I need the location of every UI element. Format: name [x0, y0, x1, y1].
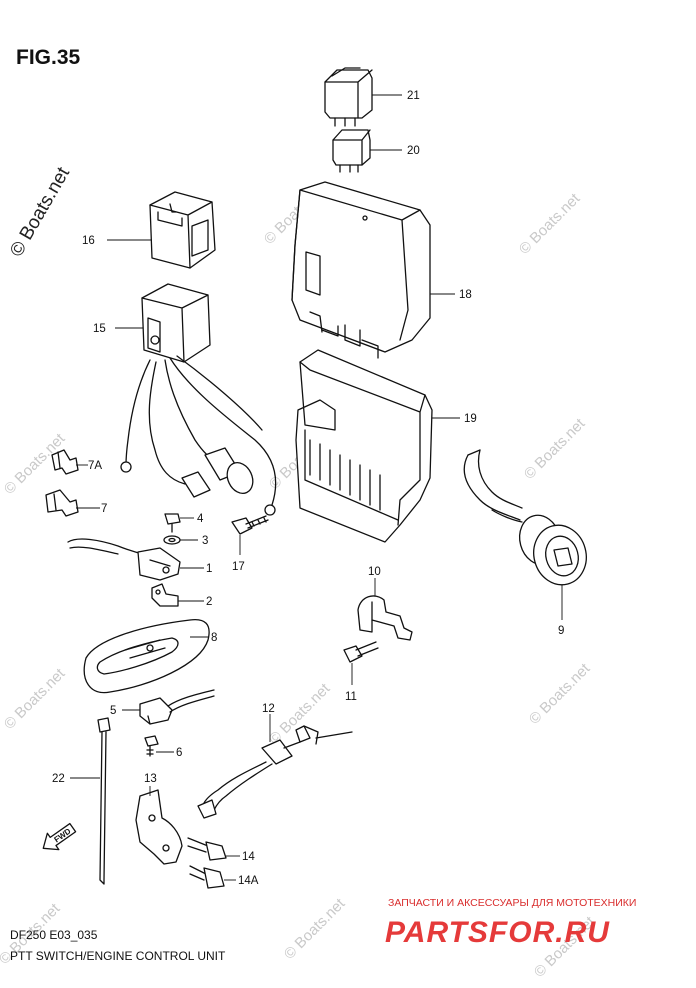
- part-14a-bolt: [189, 865, 225, 889]
- part-18-engine-control-unit: [291, 181, 431, 359]
- part-6-screw: [144, 735, 159, 757]
- callout-5: 5: [110, 705, 116, 717]
- part-11-bolt: [343, 641, 379, 663]
- part-1-ptt-switch: [67, 538, 181, 581]
- watermark-text: © Boats.net: [521, 415, 589, 483]
- callout-7: 7: [101, 503, 107, 515]
- callout-14a: 14A: [238, 875, 259, 887]
- part-10-clamp: [357, 595, 413, 641]
- callout-19: 19: [464, 413, 477, 425]
- callout-8: 8: [211, 632, 217, 644]
- part-13-bracket: [135, 789, 183, 865]
- part-2-bracket: [151, 583, 179, 607]
- model-code: DF250 E03_035: [10, 928, 98, 942]
- callout-7a: 7A: [88, 460, 102, 472]
- callout-18: 18: [459, 289, 472, 301]
- callout-21: 21: [407, 90, 420, 102]
- advert-logo: PARTSFOR.RU: [385, 916, 610, 949]
- part-9-switch: [463, 449, 587, 586]
- watermark-text: © Boats.net: [1, 665, 69, 733]
- callout-17: 17: [232, 561, 245, 573]
- part-3-washer: [163, 535, 181, 545]
- advert-tagline: ЗАПЧАСТИ И АКСЕССУАРЫ ДЛЯ МОТОТЕХНИКИ: [388, 897, 636, 909]
- callout-6: 6: [176, 747, 182, 759]
- callout-10: 10: [368, 566, 381, 578]
- callout-13: 13: [144, 773, 157, 785]
- callout-14: 14: [242, 851, 255, 863]
- part-4-bolt: [164, 513, 181, 533]
- part-16-cover: [149, 191, 216, 269]
- fwd-arrow-icon: FWD: [42, 822, 77, 851]
- part-20-relay: [332, 129, 371, 173]
- part-19-cover: [295, 349, 433, 543]
- watermark-primary: © Boats.net: [6, 163, 74, 260]
- figure-caption: PTT SWITCH/ENGINE CONTROL UNIT: [10, 949, 226, 963]
- watermark-text: © Boats.net: [516, 190, 584, 258]
- advert: ЗАПЧАСТИ И АКСЕССУАРЫ ДЛЯ МОТОТЕХНИКИ PA…: [385, 897, 636, 949]
- callout-11: 11: [345, 691, 357, 703]
- part-5-sensor: [139, 689, 215, 725]
- callout-12: 12: [262, 703, 275, 715]
- part-14-bolt: [187, 837, 227, 861]
- callout-16: 16: [82, 235, 95, 247]
- callout-20: 20: [407, 145, 420, 157]
- part-15-harness-unit: [120, 283, 277, 516]
- part-12-sub-harness: [197, 725, 353, 819]
- part-22-cable-tie: [97, 717, 111, 885]
- callout-15: 15: [93, 323, 106, 335]
- part-8-switch-cover: [83, 618, 210, 694]
- part-17-bolt: [231, 515, 269, 535]
- callout-22: 22: [52, 773, 65, 785]
- watermark-text: © Boats.net: [281, 895, 349, 963]
- part-21-relay: [324, 67, 373, 127]
- part-7-clip: [45, 489, 79, 517]
- figure-title: FIG.35: [16, 46, 81, 69]
- part-7a-clip: [51, 449, 79, 475]
- callout-3: 3: [202, 535, 208, 547]
- watermark-text: © Boats.net: [526, 660, 594, 728]
- callout-9: 9: [558, 625, 564, 637]
- callout-4: 4: [197, 513, 204, 525]
- callout-1: 1: [206, 563, 212, 575]
- callout-2: 2: [206, 596, 212, 608]
